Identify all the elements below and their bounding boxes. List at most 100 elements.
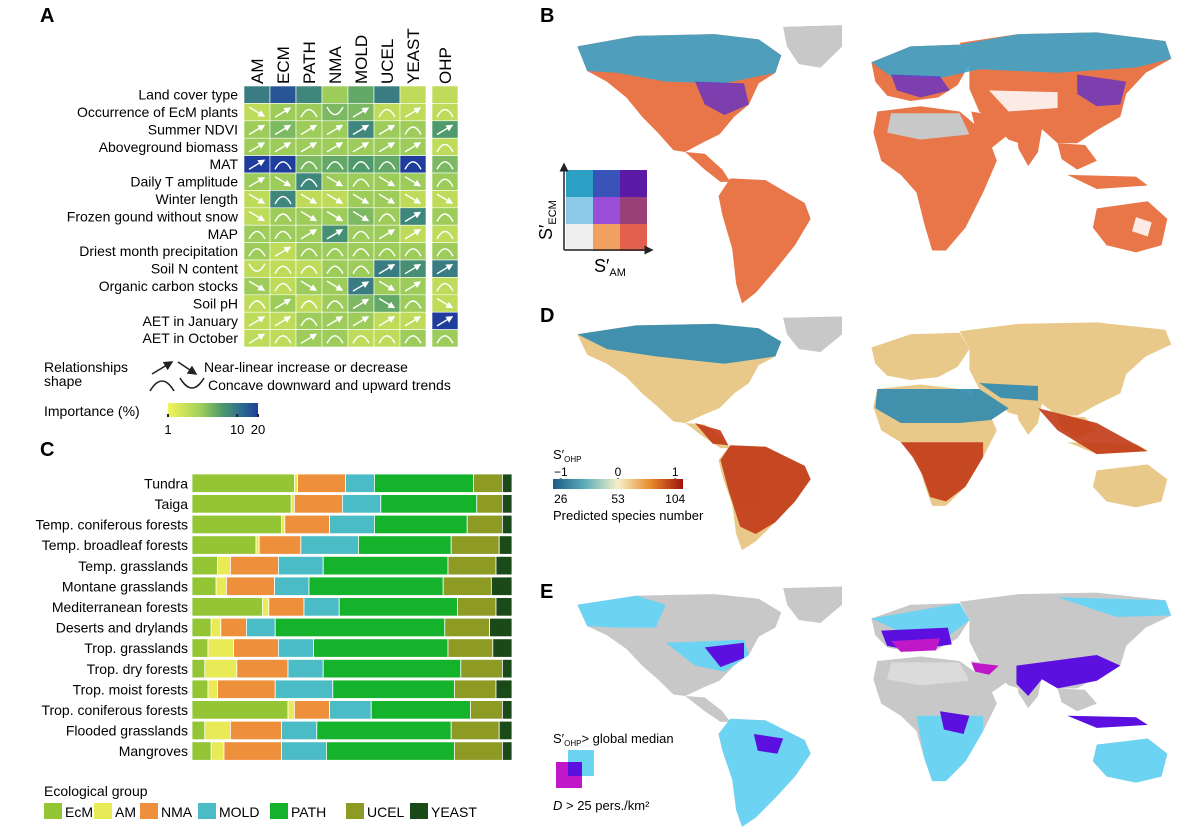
bar-category-label: Mediterranean forests (52, 599, 188, 615)
e-legend-overlap-square (568, 762, 582, 776)
legend-swatch-path (270, 803, 288, 819)
bar-segment-path (373, 473, 474, 493)
heatmap-cell (431, 224, 459, 243)
trend-concave-down-icon (378, 213, 396, 222)
heatmap-cell (373, 85, 401, 104)
trend-up-icon (352, 142, 370, 153)
bar-segment-mold (281, 720, 318, 741)
e-legend-line1: S′OHP> global median (553, 731, 674, 748)
trend-up-icon (248, 142, 266, 153)
trend-down-icon (248, 106, 266, 117)
bar-segment-path (313, 638, 449, 658)
trend-concave-down-icon (436, 230, 454, 240)
heatmap-cell (295, 172, 323, 191)
trend-concave-down-icon (300, 317, 318, 327)
trend-concave-down-icon (378, 335, 396, 344)
trend-down-icon (352, 210, 370, 222)
trend-concave-up-icon (248, 263, 266, 272)
heatmap-row-label: Summer NDVI (148, 121, 238, 137)
trend-concave-down-icon (326, 300, 344, 309)
legend-label-path: PATH (291, 804, 326, 820)
bar-segment-ecm (191, 720, 206, 741)
bar-category-label: Taiga (155, 496, 189, 512)
heatmap-cell (321, 103, 349, 122)
bar-segment-yeast (492, 638, 513, 658)
bar-segment-ecm (191, 679, 209, 699)
heatmap-cell (321, 329, 349, 348)
trend-concave-down-icon (352, 178, 370, 188)
heatmap-cell (295, 155, 323, 174)
heatmap-cell (269, 259, 297, 278)
trend-concave-down-icon (274, 335, 292, 344)
importance-label: Importance (%) (44, 403, 140, 419)
bar-segment-yeast (498, 535, 513, 555)
trend-concave-down-icon (326, 161, 344, 170)
bar-segment-nma (233, 638, 279, 658)
bar-segment-nma (297, 473, 347, 493)
trend-concave-down-icon (274, 213, 292, 222)
panel-label-c: C (40, 439, 54, 461)
bar-segment-ecm (191, 473, 295, 493)
bar-segment-am (207, 638, 235, 658)
bar-segment-nma (258, 535, 302, 555)
bar-segment-nma (226, 576, 275, 596)
bivariate-cell (566, 224, 593, 251)
bar-segment-yeast (501, 700, 513, 720)
heatmap-col-mold: MOLD (352, 35, 371, 84)
trend-concave-down-icon (436, 213, 454, 222)
map-b (577, 25, 1172, 304)
legend-swatch-nma (140, 803, 158, 819)
trend-down-icon (300, 193, 318, 204)
heatmap-cell (269, 190, 297, 209)
concave-down-icon (149, 380, 175, 392)
heatmap-cell (373, 242, 401, 261)
trend-up-icon (352, 281, 370, 292)
heatmap-cell (373, 329, 401, 348)
trend-up-icon (274, 298, 292, 310)
concave-up-icon (179, 377, 205, 389)
trend-concave-up-icon (326, 106, 344, 116)
heatmap-row-label: Frozen gound without snow (67, 208, 239, 224)
bar-category-label: Trop. coniferous forests (41, 702, 188, 718)
trend-up-icon (248, 176, 266, 188)
bar-segment-ecm (191, 597, 263, 617)
importance-tick-label: 10 (230, 422, 244, 437)
trend-concave-down-icon (326, 265, 344, 275)
heatmap-cell (399, 120, 427, 139)
trend-concave-down-icon (378, 248, 396, 257)
trend-up-icon (352, 124, 370, 136)
bar-segment-mold (277, 556, 324, 576)
legend-concave-label: Concave downward and upward trends (208, 377, 451, 393)
bar-segment-ucel (450, 535, 500, 555)
trend-down-icon (404, 193, 422, 204)
legend-swatch-ucel (346, 803, 364, 819)
heatmap-cell (295, 259, 323, 278)
bivariate-cell (620, 224, 647, 251)
bar-segment-ecm (191, 638, 209, 658)
heatmap-row-label: Land cover type (138, 87, 238, 103)
heatmap-cell (243, 242, 271, 261)
trend-down-icon (300, 280, 318, 291)
heatmap-cell (373, 155, 401, 174)
trend-concave-down-icon (300, 161, 318, 170)
bar-category-label: Flooded grasslands (66, 723, 188, 739)
heatmap-cell (399, 329, 427, 348)
bar-segment-ucel (466, 514, 503, 535)
heatmap-cell (399, 294, 427, 313)
trend-concave-down-icon (274, 161, 292, 170)
heatmap-cell (347, 242, 375, 261)
heatmap-cell (347, 329, 375, 348)
legend-swatch-am (94, 803, 112, 819)
arrow-up-icon (151, 361, 174, 375)
trend-concave-down-icon (404, 300, 422, 309)
heatmap-cell (431, 155, 459, 174)
heatmap-col-nma: NMA (326, 46, 345, 84)
map-e (577, 586, 1172, 827)
trend-concave-down-icon (274, 195, 292, 205)
bar-segment-am (215, 576, 227, 596)
trend-up-icon (274, 246, 292, 257)
trend-down-icon (248, 193, 266, 204)
bar-segment-path (338, 597, 459, 617)
